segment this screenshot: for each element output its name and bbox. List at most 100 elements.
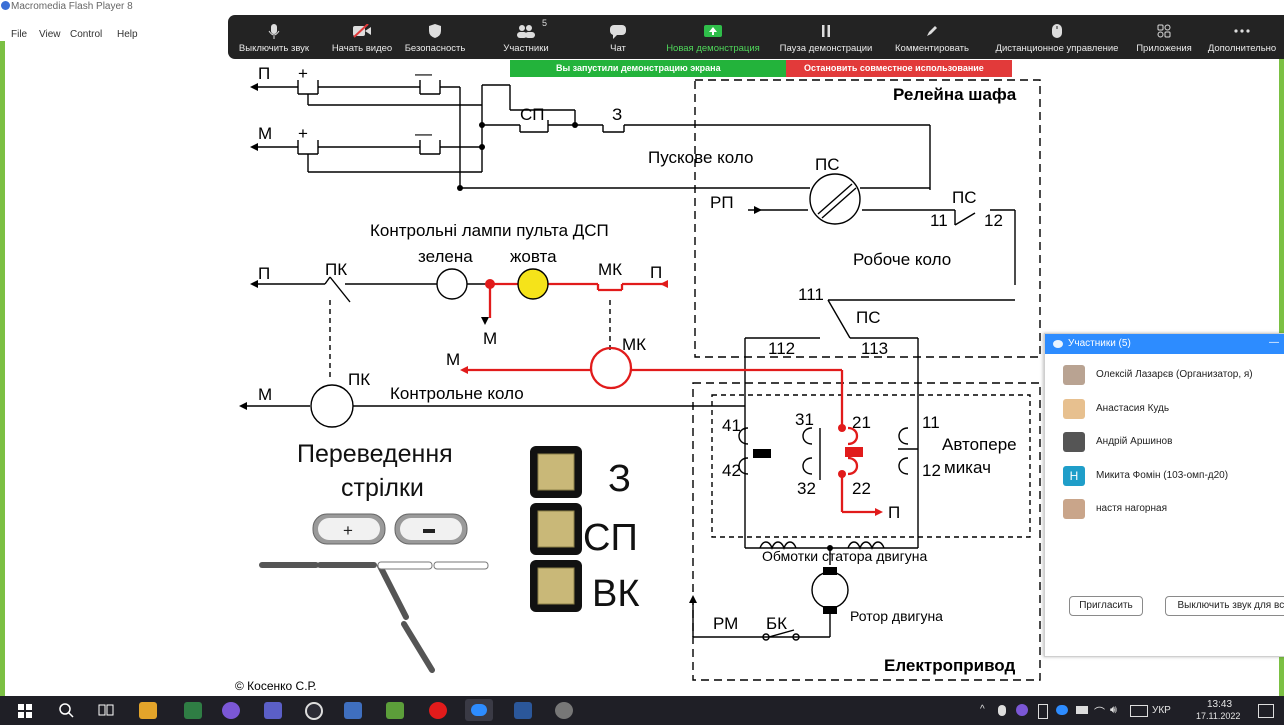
more-button[interactable]: Дополнительно [1200,15,1284,59]
copyright: © Косенко С.Р. [235,679,317,693]
task-view-icon[interactable] [98,703,114,722]
diagram-label: Робоче коло [853,250,951,269]
menu-control[interactable]: Control [70,29,103,40]
opera-icon[interactable] [429,702,447,719]
minimize-button[interactable]: — [1269,337,1279,348]
indicator-label: З [608,458,631,500]
taskbar: ^ ⌒ 🔊︎ УКР 13:43 17.11.2022 [0,696,1284,725]
start-video-button[interactable]: Начать видео [322,15,402,59]
diagram-label: 22 [852,479,871,498]
indicator-sp [530,503,582,555]
pause-share-button[interactable]: Пауза демонстрации [770,15,882,59]
share-status: Вы запустили демонстрацию экрана [510,60,786,77]
diagram-label: ПС [952,188,977,207]
diagram-label: зелена [418,247,473,266]
calculator-icon[interactable] [184,702,202,719]
avatar [1063,399,1085,419]
diagram-label: БК [766,614,787,633]
diagram-label: ПС [815,155,840,174]
diagram-label: М [258,385,272,404]
new-share-button[interactable]: Новая демонстрация [658,15,768,59]
participant-row[interactable]: настя нагорная [1045,494,1284,524]
flash-stage: П + — М + — СП З Пускове коло Релейна ша… [5,41,1279,696]
annotate-button[interactable]: Комментировать [882,15,982,59]
diagram-label: 113 [861,339,888,358]
diagram-label: микач [944,458,991,477]
indicator-vk [530,560,582,612]
microphone-icon [268,24,280,39]
share-screen-icon [704,25,722,37]
diagram-label: РМ [713,614,738,633]
avatar [1063,432,1085,452]
search-icon[interactable] [58,702,74,723]
diagram-label: Релейна шафа [893,85,1017,104]
diagram-label: Контрольне коло [390,384,524,403]
diagram-label: — [415,124,432,143]
language-indicator[interactable]: УКР [1152,705,1171,716]
zoom-taskbar-icon[interactable] [465,699,493,721]
diagram-label: 11 [930,211,948,230]
notifications-icon[interactable] [1258,704,1274,718]
menu-file[interactable]: File [11,29,28,40]
participant-row[interactable]: Анастасия Кудь [1045,394,1284,424]
diagram-label: жовта [510,247,557,266]
switch-plus-button[interactable]: + [312,513,386,545]
menu-view[interactable]: View [39,29,61,40]
clock[interactable]: 13:43 17.11.2022 [1196,699,1241,721]
indicator-label: СП [583,517,638,559]
diagram-label: 41 [722,416,741,435]
svg-text:+: + [343,521,353,540]
track-illustration [259,562,435,673]
app-icon[interactable] [386,702,404,719]
diagram-label: 31 [795,410,814,429]
share-status-bar: Вы запустили демонстрацию экрана Останов… [510,60,1012,77]
battery-icon[interactable] [1038,704,1048,719]
paint-icon[interactable] [344,702,362,719]
diagram-label: П [258,264,270,283]
menu-help[interactable]: Help [117,29,138,40]
viber-icon[interactable] [222,702,240,719]
diagram-label: 32 [797,479,816,498]
switch-title-line2: стрілки [341,474,424,502]
viber-tray-icon[interactable] [1016,704,1028,716]
remote-control-button[interactable]: Дистанционное управление [982,15,1132,59]
wifi-icon[interactable]: ⌒ [1094,707,1105,719]
zoom-tray-icon[interactable] [1056,705,1068,715]
participant-row[interactable]: Н Микита Фомін (103-омп-д20) [1045,461,1284,491]
windows-start-icon[interactable] [18,704,32,718]
participants-button[interactable]: 5 Участники [503,18,549,54]
participants-icon [517,25,535,38]
microphone-tray-icon[interactable] [998,705,1006,716]
diagram-label: 12 [922,461,941,480]
diagram-label: ПК [325,260,347,279]
flash-logo-icon [1,1,10,10]
diagram-label: + [298,124,308,143]
mute-all-button[interactable]: Выключить звук для всех [1165,596,1284,616]
mute-button[interactable]: Выключить звук [228,15,320,59]
volume-icon[interactable]: 🔊︎ [1110,704,1117,716]
switch-minus-button[interactable]: - [394,513,468,545]
pause-icon [822,25,830,37]
network-icon[interactable] [1076,706,1088,714]
diagram-label: МК [598,260,622,279]
security-button[interactable]: Безопасность [402,15,468,59]
invite-button[interactable]: Пригласить [1069,596,1143,616]
participant-row[interactable]: Олексій Лазарєв (Организатор, я) [1045,360,1284,390]
diagram-label: Пускове коло [648,148,753,167]
obs-icon[interactable] [305,702,323,720]
file-explorer-icon[interactable] [139,702,157,719]
diagram-label: 111 [798,285,824,304]
word-icon[interactable] [514,702,532,719]
chevron-up-icon[interactable]: ^ [980,704,985,715]
stop-share-button[interactable]: Остановить совместное использование [786,60,1012,77]
apps-button[interactable]: Приложения [1128,15,1200,59]
diagram-label: Електропривод [884,656,1015,675]
chat-button[interactable]: Чат [588,15,648,59]
flash-player-icon[interactable] [555,702,573,719]
indicator-label: ВК [592,573,639,615]
participant-row[interactable]: Андрій Аршинов [1045,427,1284,457]
teams-icon[interactable] [264,702,282,719]
keyboard-icon[interactable] [1130,705,1148,717]
avatar: Н [1063,466,1085,486]
video-off-icon [353,24,371,38]
